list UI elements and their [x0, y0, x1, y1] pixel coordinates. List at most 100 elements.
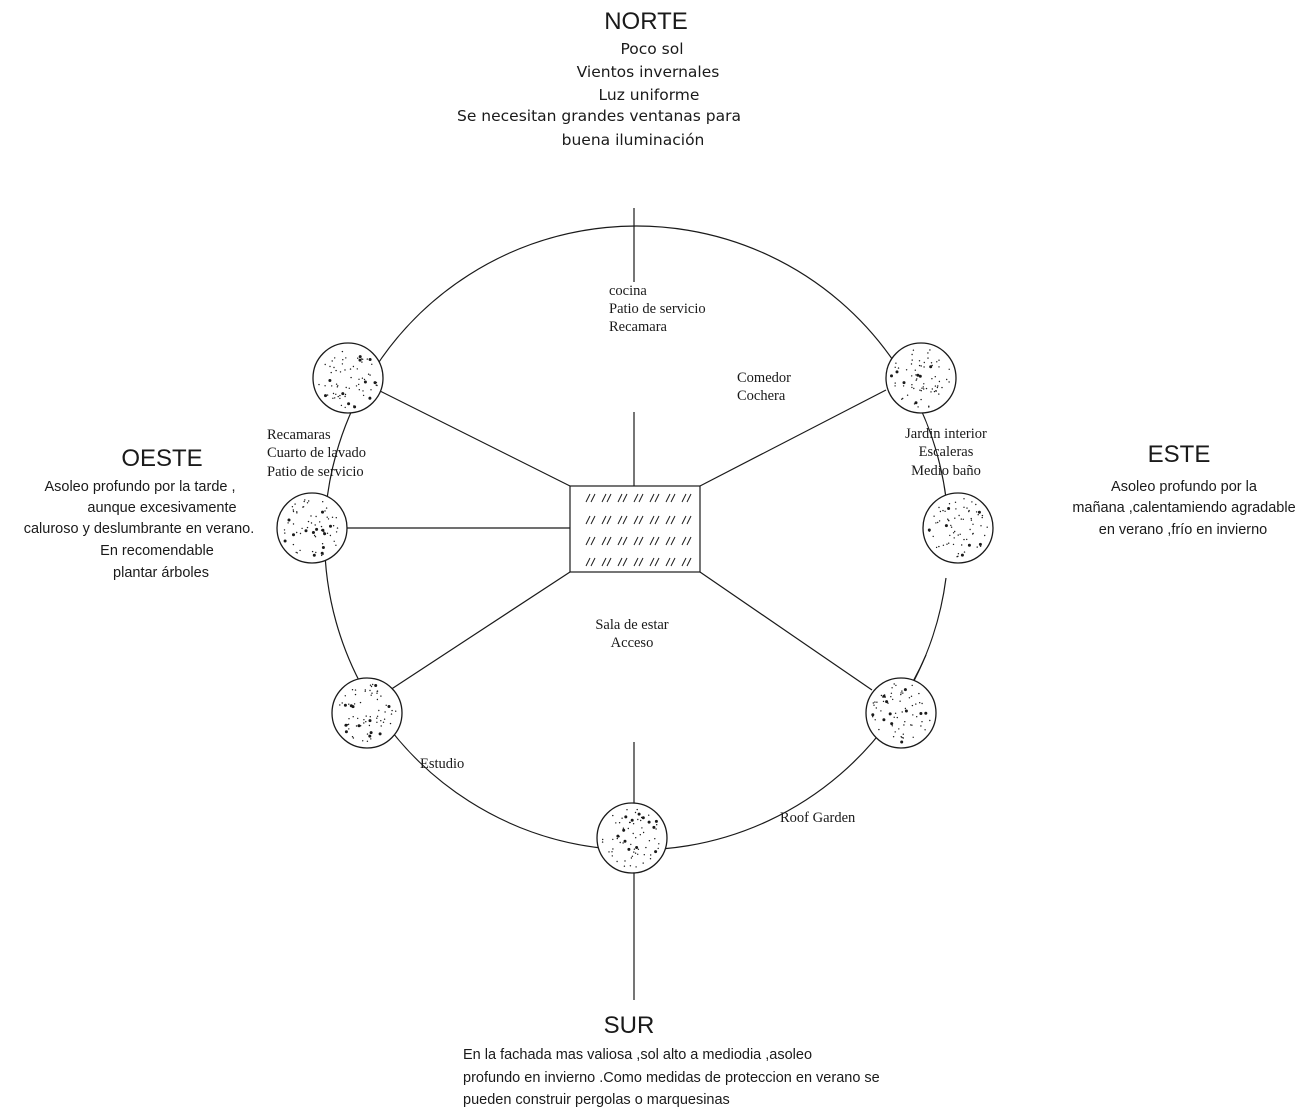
tree-speck [950, 526, 953, 528]
tree-speck [635, 837, 637, 839]
hatch-mark [622, 536, 628, 546]
tree-speck [333, 540, 335, 542]
tree-speck [385, 704, 387, 706]
tree-speck [930, 391, 932, 393]
tree-speck [357, 724, 361, 728]
tree-speck [304, 529, 308, 533]
tree-speck [321, 554, 323, 557]
hatch-mark [665, 536, 671, 546]
hatch-mark [686, 536, 692, 546]
tree-speck [352, 737, 355, 739]
tree-speck [873, 704, 875, 706]
tree-speck [369, 689, 371, 692]
tree-speck [888, 712, 892, 716]
tree-speck [368, 719, 372, 723]
hatch-mark [622, 557, 628, 567]
tree-speck [366, 358, 368, 360]
zone-label: Cuarto de lavado [267, 445, 366, 461]
tree-speck [899, 700, 901, 702]
hatch-mark [681, 493, 687, 503]
tree-east [922, 492, 994, 564]
tree-speck [349, 704, 353, 708]
tree-speck [354, 693, 357, 696]
tree-speck [878, 728, 880, 731]
tree-speck [967, 543, 971, 547]
tree-speck [358, 383, 360, 386]
tree-speck [376, 698, 379, 701]
tree-speck [657, 847, 659, 850]
tree-speck [984, 534, 986, 537]
tree-speck [904, 709, 908, 713]
tree-speck [319, 521, 321, 523]
tree-speck [344, 406, 346, 409]
hatch-mark [590, 557, 596, 567]
tree-speck [902, 385, 905, 387]
tree-speck [934, 385, 937, 387]
tree-speck [639, 834, 641, 836]
tree-speck [645, 846, 647, 849]
tree-speck [380, 720, 382, 722]
tree-speck [327, 518, 330, 520]
tree-speck [936, 361, 938, 363]
east-line: Asoleo profundo por la [1111, 479, 1258, 495]
tree-speck [321, 510, 324, 514]
hatch-mark [585, 536, 591, 546]
tree-speck [333, 366, 335, 369]
west-line: Asoleo profundo por la tarde , [44, 479, 235, 495]
hatch-mark [654, 536, 660, 546]
tree-speck [292, 509, 294, 511]
zone-east: Jardin interior Escaleras Medio baño [905, 426, 987, 479]
tree-speck [359, 701, 362, 704]
tree-speck [968, 510, 970, 513]
tree-speck [344, 369, 346, 371]
hatch-mark [638, 557, 644, 567]
tree-speck [361, 361, 363, 363]
hatch-mark [601, 536, 607, 546]
hatch-mark [649, 493, 655, 503]
tree-speck [902, 737, 904, 739]
tree-speck [352, 365, 355, 368]
tree-speck [927, 357, 929, 359]
tree-speck [335, 544, 337, 546]
tree-speck [618, 822, 621, 824]
north-line: Se necesitan grandes ventanas para [457, 107, 741, 125]
tree-speck [895, 370, 899, 374]
tree-speck [952, 543, 955, 546]
hatch-mark [617, 515, 623, 525]
tree-speck [294, 503, 296, 505]
tree-speck [977, 510, 981, 514]
tree-speck [946, 378, 948, 381]
tree-speck [339, 394, 341, 397]
tree-speck [362, 394, 365, 397]
tree-speck [911, 375, 913, 377]
tree-speck [904, 688, 906, 690]
zone-label: Patio de servicio [267, 464, 364, 480]
tree-speck [332, 392, 335, 395]
tree-speck [622, 842, 624, 844]
tree-speck [874, 701, 876, 703]
tree-speck [874, 719, 876, 721]
tree-west [276, 492, 348, 564]
tree-speck [905, 369, 908, 371]
hatch-mark [686, 515, 692, 525]
tree-speck [326, 516, 328, 518]
tree-speck [894, 366, 896, 368]
tree-speck [918, 692, 920, 695]
tree-speck [637, 848, 640, 850]
tree-speck [635, 866, 637, 868]
tree-speck [887, 702, 889, 704]
tree-speck [935, 522, 937, 524]
east-title: ESTE [1148, 441, 1211, 468]
hatch-mark [670, 515, 676, 525]
hatch-mark [654, 493, 660, 503]
tree-speck [295, 551, 297, 554]
hatch-mark [622, 515, 628, 525]
zone-label: Roof Garden [780, 810, 856, 826]
tree-speck [350, 376, 352, 379]
tree-speck [921, 721, 923, 723]
spoke-south-west [389, 571, 571, 691]
tree-speck [953, 537, 955, 539]
tree-speck [287, 522, 289, 524]
tree-south-west [331, 677, 403, 749]
west-line: En recomendable [100, 543, 214, 559]
